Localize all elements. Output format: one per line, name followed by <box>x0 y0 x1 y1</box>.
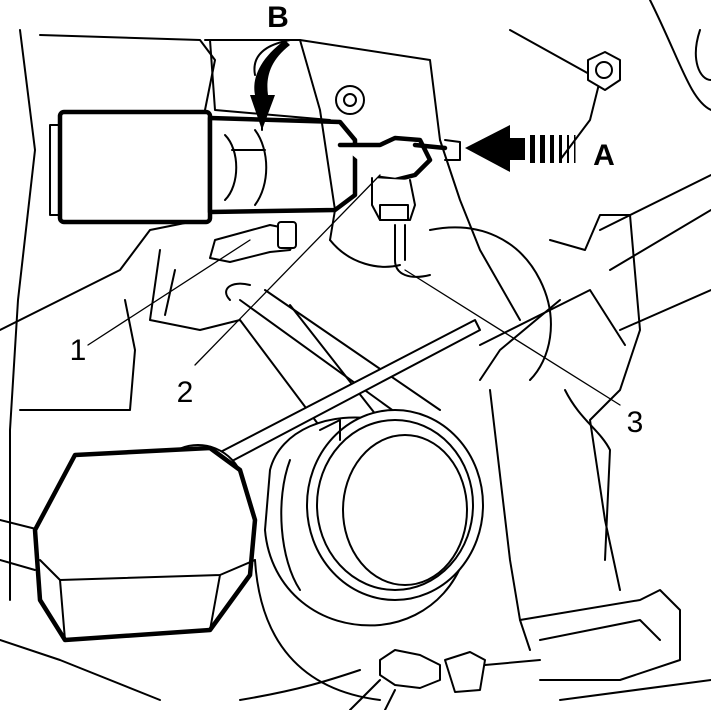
bolt <box>209 221 297 263</box>
label-arrow-b: B <box>267 1 289 34</box>
sensor-connector <box>349 649 541 710</box>
nut <box>587 51 621 91</box>
valve-nipple <box>337 135 461 221</box>
label-arrow-a: A <box>593 139 615 172</box>
reservoir-box <box>32 445 258 643</box>
callout-1: 1 <box>70 334 87 367</box>
callout-2: 2 <box>177 376 194 409</box>
arrow-b <box>250 39 291 131</box>
arrow-a <box>465 125 576 172</box>
mounting-plate <box>209 39 401 268</box>
solenoid-valve <box>49 109 358 225</box>
filler-neck <box>239 409 484 701</box>
callout-3: 3 <box>627 406 644 439</box>
leader-lines <box>87 174 621 406</box>
